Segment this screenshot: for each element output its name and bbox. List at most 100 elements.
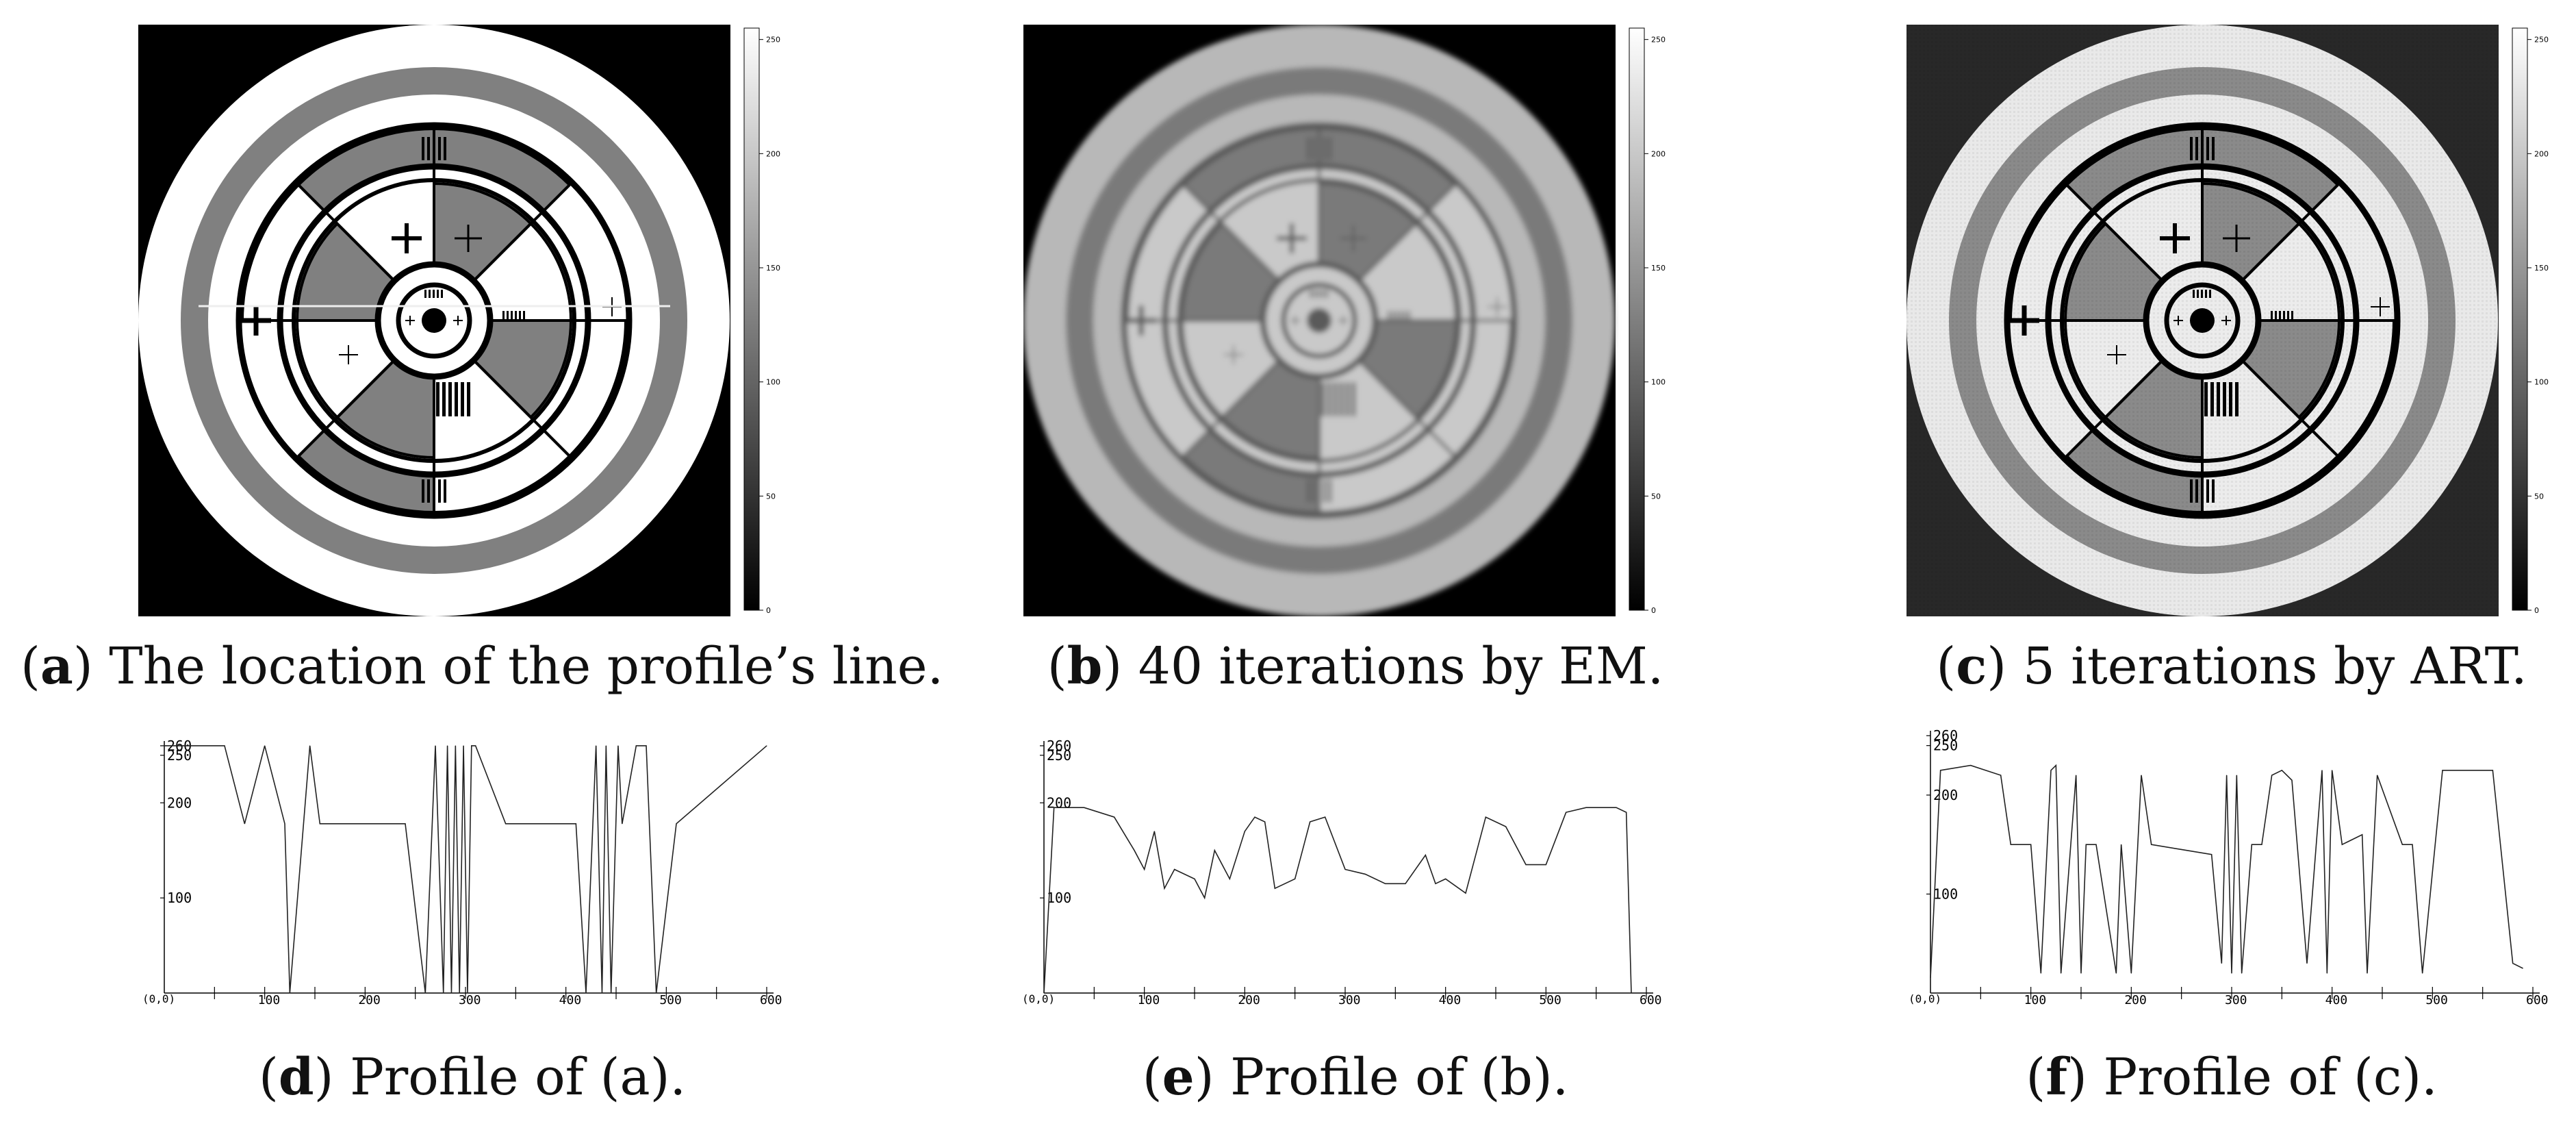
profile-point — [1174, 868, 1175, 870]
y-tick-label: 250 — [1047, 747, 1071, 764]
figure-c-caption: (c) 5 iterations by ART. — [1936, 637, 2527, 696]
bar-pattern — [444, 479, 446, 503]
x-tick-label: 200 — [2124, 993, 2147, 1007]
profile-point — [1385, 883, 1386, 884]
x-tick-label: 400 — [1439, 993, 1462, 1007]
bar-pattern — [1388, 311, 1390, 321]
profile-point — [635, 745, 637, 746]
profile-point — [459, 992, 460, 994]
bar-pattern — [1323, 137, 1326, 160]
origin-label: (0,0) — [1022, 992, 1055, 1005]
profile-point — [2085, 844, 2087, 845]
profile-point — [2341, 844, 2343, 845]
profile-point — [2291, 779, 2293, 781]
gray-ring — [181, 67, 687, 574]
colorbar-tick-label: 100 — [2534, 378, 2549, 387]
colorbar-tick-label: 100 — [1651, 378, 1666, 387]
bar-pattern — [438, 137, 441, 160]
profile-point — [1616, 807, 1617, 808]
profile-point — [1585, 807, 1587, 808]
bar-pattern — [437, 290, 439, 298]
bar-pattern — [427, 479, 430, 503]
profile-point — [2080, 972, 2082, 974]
profile-f-caption: (f) Profile of (c). — [2026, 1048, 2438, 1107]
figure-b-caption: (b) 40 iterations by EM. — [1047, 637, 1664, 696]
y-tick-label: 200 — [167, 794, 192, 811]
colorbar-tick-label: 50 — [2534, 492, 2544, 501]
x-tick-label: 600 — [760, 993, 782, 1007]
y-tick-label: 250 — [1933, 738, 1958, 754]
colorbar — [1629, 27, 1645, 611]
colorbar — [743, 27, 760, 611]
colorbar-tick-label: 200 — [766, 149, 780, 158]
profile-point — [585, 992, 587, 994]
bar-pattern — [1400, 311, 1402, 321]
bar-pattern — [1318, 290, 1320, 298]
profile-point — [2095, 844, 2097, 845]
profile-point — [1505, 826, 1507, 827]
x-tick-label: 500 — [659, 993, 682, 1007]
profile-point — [1525, 864, 1527, 866]
profile-point — [394, 823, 396, 825]
x-tick-label: 400 — [2325, 993, 2348, 1007]
profile-point — [2271, 775, 2273, 776]
spoke-line — [1357, 184, 1456, 283]
profile-point — [2422, 972, 2423, 974]
bar-pattern — [1312, 137, 1315, 160]
profile-point — [435, 745, 436, 746]
profile-point — [264, 745, 266, 746]
gray-ring — [1066, 67, 1572, 574]
profile-point — [447, 745, 448, 746]
profile-point — [2030, 844, 2032, 845]
figure-c-caption-text: 5 iterations by ART. — [2022, 637, 2527, 696]
profile-point — [2401, 844, 2403, 845]
profile-point — [505, 823, 507, 825]
profile-point — [2306, 963, 2308, 964]
y-tick-label: 260 — [1047, 738, 1071, 754]
y-tick-label: 100 — [1047, 890, 1071, 906]
bar-pattern — [422, 479, 424, 503]
profile-point — [605, 745, 607, 746]
x-tick-label: 200 — [358, 993, 381, 1007]
profile-point — [1364, 873, 1366, 875]
profile-point — [2211, 854, 2212, 855]
x-tick-label: 400 — [559, 993, 582, 1007]
colorbar-tick-label: 150 — [1651, 264, 1666, 273]
bar-pattern — [444, 137, 446, 160]
bar-pattern — [1323, 479, 1326, 503]
x-tick-label: 100 — [1138, 993, 1160, 1007]
profile-point — [455, 745, 456, 746]
bar-pattern — [433, 290, 435, 298]
bar-pattern — [519, 311, 521, 321]
center-dot — [422, 308, 446, 333]
bar-pattern — [441, 290, 443, 298]
profile-point — [2130, 972, 2132, 974]
profile-point — [405, 823, 406, 825]
profile-point — [475, 745, 476, 746]
figure-b-caption-text: 40 iterations by EM. — [1138, 637, 1664, 696]
colorbar-tick-label: 0 — [766, 606, 771, 615]
profile-point — [646, 745, 647, 746]
profile-point — [2115, 972, 2117, 974]
bar-pattern — [1404, 311, 1406, 321]
y-tick-label: 200 — [1933, 787, 1958, 803]
spoke-line — [1182, 358, 1281, 457]
x-tick-label: 500 — [1539, 993, 1561, 1007]
bar-pattern — [1396, 311, 1398, 321]
profile-point — [2226, 775, 2228, 776]
bar-pattern — [1346, 382, 1349, 416]
spoke-line — [297, 358, 396, 457]
profile-series-line — [164, 745, 767, 994]
profile-point — [2151, 844, 2152, 845]
x-tick-label: 200 — [1238, 993, 1260, 1007]
x-tick-label: 600 — [2526, 993, 2549, 1007]
profile-d-letter: d — [278, 1048, 314, 1107]
y-tick-label: 100 — [1933, 886, 1958, 902]
